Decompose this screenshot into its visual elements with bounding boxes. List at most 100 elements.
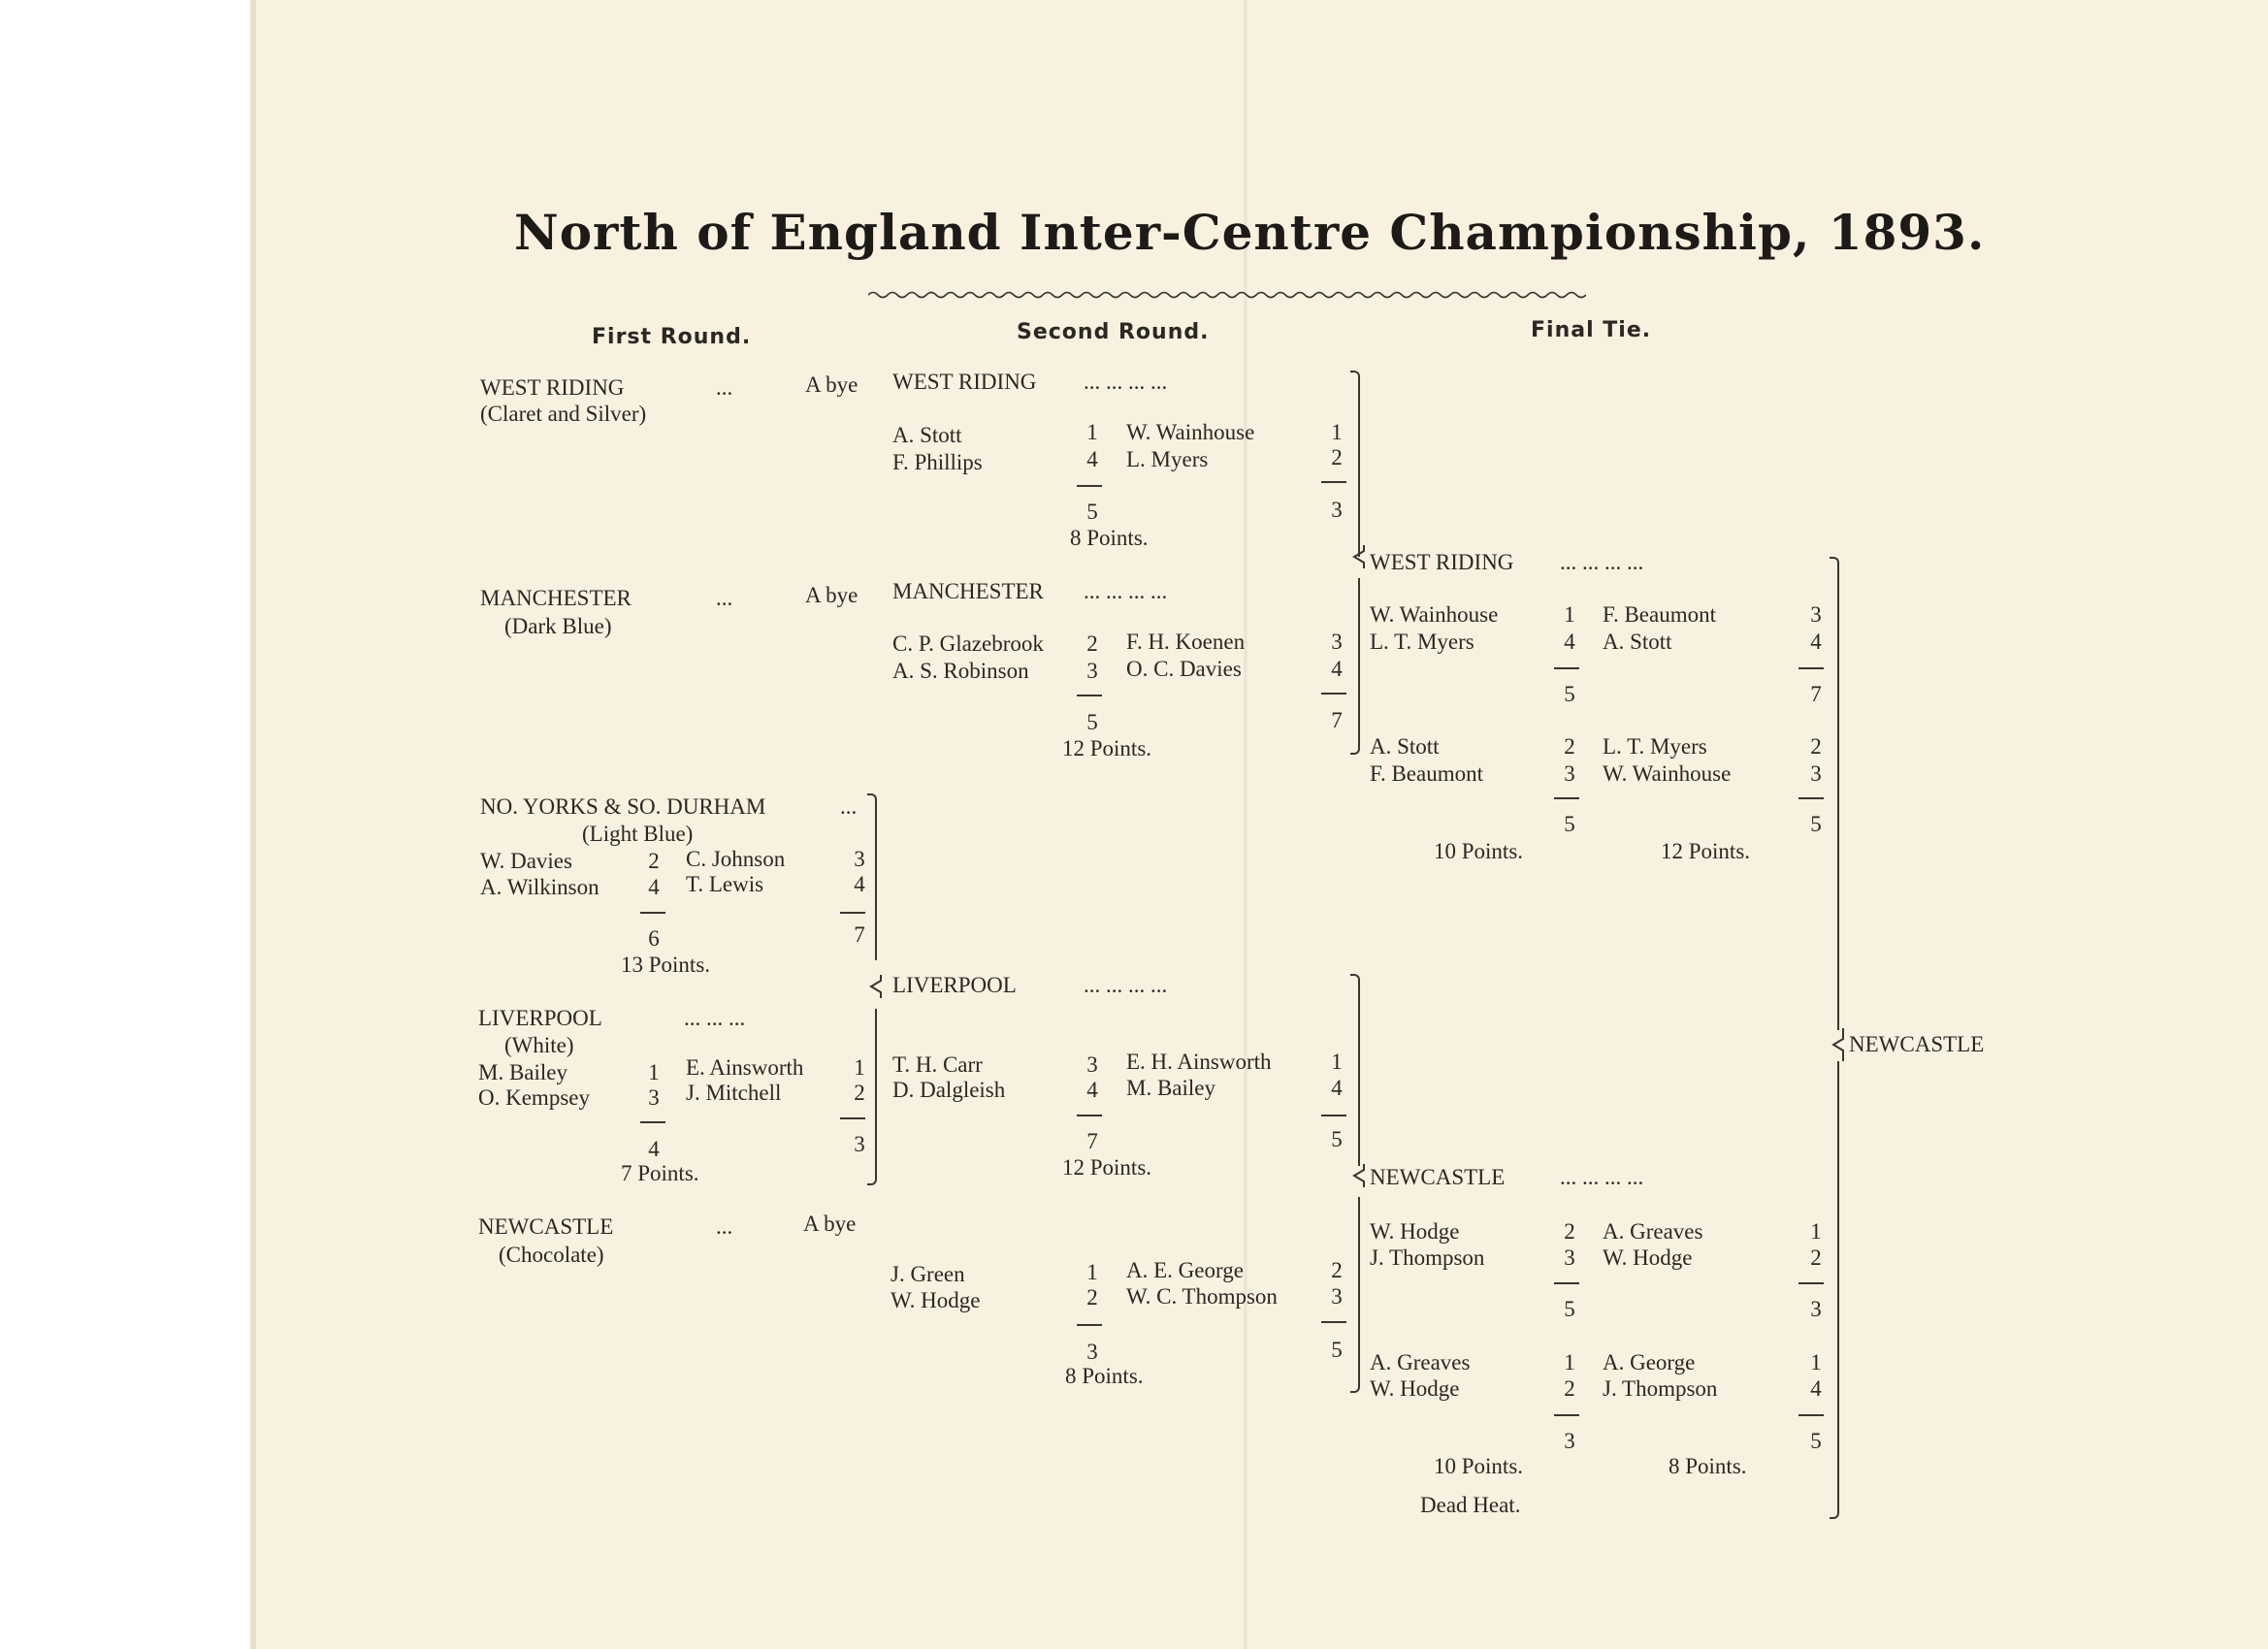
points: 12 Points. (1062, 736, 1152, 760)
sum-rule (1321, 1321, 1346, 1323)
player-score: 3 (648, 1085, 660, 1110)
team-colours: (Claret and Silver) (480, 402, 647, 426)
player-name: F. H. Koenen (1126, 630, 1246, 654)
sum-rule (1321, 1115, 1346, 1116)
sum-rule (1321, 481, 1346, 483)
total-score: 7 (1086, 1129, 1098, 1153)
player-name: E. Ainsworth (686, 1055, 804, 1080)
player-score: 3 (1086, 659, 1098, 683)
player-score: 4 (648, 875, 660, 899)
total-score: 3 (1086, 1340, 1098, 1364)
player-name: A. George (1603, 1350, 1696, 1374)
points: 13 Points. (621, 953, 711, 977)
bracket-r2-bottom-upper (1350, 974, 1360, 1166)
player-score: 1 (1331, 1050, 1343, 1074)
champion-name: NEWCASTLE (1849, 1032, 1985, 1056)
player-score: 1 (854, 1055, 865, 1080)
page-title: North of England Inter-Centre Championsh… (514, 204, 1986, 261)
sum-rule (640, 912, 665, 914)
player-name: W. Davies (480, 849, 572, 873)
player-name: W. Hodge (1370, 1219, 1460, 1244)
sum-rule (1077, 1324, 1102, 1326)
total-score: 5 (1086, 710, 1098, 734)
total-score: 5 (1331, 1127, 1343, 1151)
player-name: F. Phillips (892, 450, 983, 474)
player-score: 1 (1810, 1219, 1822, 1244)
bracket-point (1352, 1164, 1365, 1187)
sum-rule (1798, 1414, 1824, 1416)
points: 12 Points. (1062, 1155, 1152, 1180)
player-score: 1 (1086, 420, 1098, 444)
sum-rule (1077, 485, 1102, 487)
sum-rule (1077, 695, 1102, 696)
player-score: 2 (1331, 1258, 1343, 1282)
player-name: L. T. Myers (1370, 630, 1474, 654)
player-score: 3 (1331, 1284, 1343, 1309)
sum-rule (1321, 693, 1346, 695)
player-name: A. S. Robinson (892, 659, 1029, 683)
total-score: 7 (1810, 682, 1822, 706)
player-name: A. Stott (892, 423, 962, 447)
player-score: 1 (1086, 1260, 1098, 1284)
player-score: 4 (1086, 447, 1098, 471)
player-name: A. Stott (1603, 630, 1672, 654)
player-score: 2 (1810, 734, 1822, 759)
player-name: M. Bailey (478, 1060, 567, 1084)
team-colours: (Light Blue) (582, 822, 694, 846)
bracket-point (869, 975, 882, 998)
sum-rule (1077, 1115, 1102, 1116)
sum-rule (1554, 797, 1579, 799)
player-score: 2 (1331, 445, 1343, 469)
player-name: L. Myers (1126, 447, 1209, 471)
player-score: 1 (1810, 1350, 1822, 1374)
team-name: MANCHESTER (480, 586, 632, 610)
player-score: 4 (1331, 657, 1343, 681)
player-score: 4 (1810, 1376, 1822, 1401)
points: 10 Points. (1434, 1454, 1524, 1478)
total-score: 3 (854, 1132, 865, 1156)
player-name: T. H. Carr (892, 1052, 983, 1077)
player-score: 4 (854, 872, 865, 896)
player-name: W. C. Thompson (1126, 1284, 1278, 1309)
player-name: O. Kempsey (478, 1085, 590, 1110)
bracket-liverpool-lower (867, 1009, 877, 1185)
player-name: J. Green (891, 1262, 965, 1286)
team-colours: (Dark Blue) (504, 614, 612, 638)
points: 10 Points. (1434, 839, 1524, 863)
player-score: 4 (1086, 1078, 1098, 1102)
player-score: 1 (1331, 420, 1343, 444)
player-name: O. C. Davies (1126, 657, 1242, 681)
player-name: M. Bailey (1126, 1076, 1215, 1100)
player-score: 2 (854, 1081, 865, 1105)
dots: ... ... ... (684, 1006, 746, 1030)
player-score: 2 (1086, 631, 1098, 656)
sum-rule (1798, 667, 1824, 669)
header-first-round: First Round. (592, 325, 752, 349)
dead-heat-note: Dead Heat. (1420, 1493, 1521, 1517)
bye-label: A bye (805, 372, 859, 397)
sum-rule (840, 1117, 865, 1119)
total-score: 5 (1086, 500, 1098, 524)
player-name: A. Greaves (1370, 1350, 1471, 1374)
sum-rule (640, 1121, 665, 1123)
dots: ... (716, 586, 733, 610)
player-score: 2 (1564, 1219, 1575, 1244)
bracket-r2-top-upper (1350, 371, 1360, 557)
player-name: J. Thompson (1370, 1245, 1485, 1270)
bracket-r2-bottom-lower (1350, 1197, 1360, 1393)
total-score: 4 (648, 1137, 660, 1161)
total-score: 6 (648, 926, 660, 951)
player-score: 3 (1086, 1052, 1098, 1077)
sum-rule (1798, 797, 1824, 799)
player-score: 2 (1564, 734, 1575, 759)
player-name: J. Thompson (1603, 1376, 1718, 1401)
team-colours: (Chocolate) (499, 1243, 604, 1267)
points: 8 Points. (1070, 526, 1149, 550)
total-score: 5 (1564, 1297, 1575, 1321)
player-score: 3 (1331, 630, 1343, 654)
team-name: LIVERPOOL (892, 973, 1017, 997)
player-name: A. Wilkinson (480, 875, 599, 899)
player-score: 2 (1810, 1245, 1822, 1270)
player-name: C. Johnson (686, 847, 786, 871)
player-score: 3 (854, 847, 865, 871)
